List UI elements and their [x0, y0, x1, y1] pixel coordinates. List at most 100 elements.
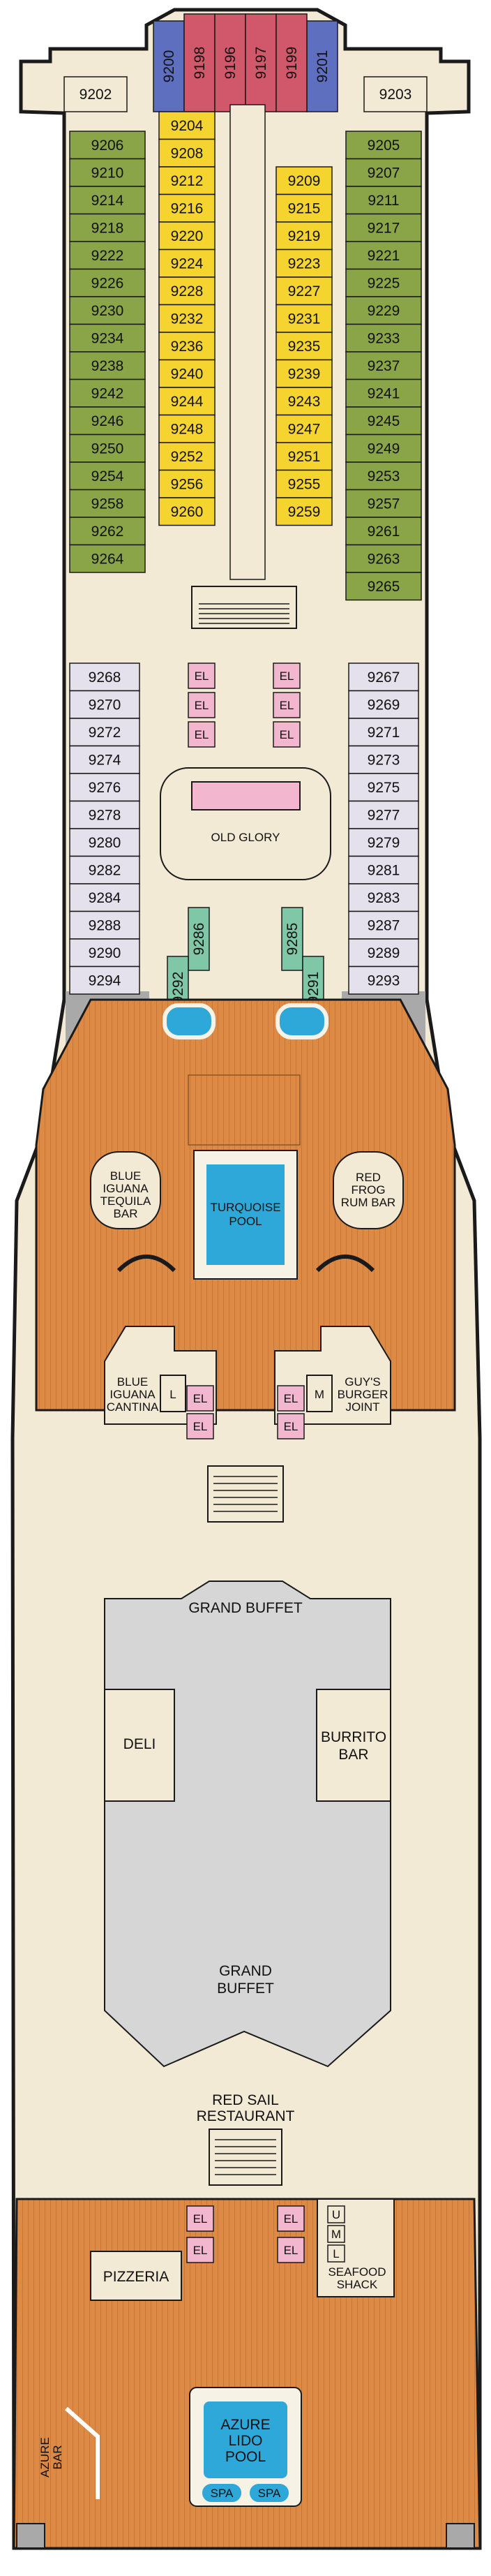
spa-tub-stbd[interactable]: SPA	[247, 2481, 292, 2505]
cabin-9261[interactable]: 9261	[345, 517, 422, 546]
cabin-9279[interactable]: 9279	[348, 828, 419, 857]
elevator[interactable]: EL	[188, 721, 216, 748]
turquoise-pool[interactable]: TURQUOISE POOL	[193, 1150, 298, 1280]
cabin-9239[interactable]: 9239	[275, 359, 333, 388]
cabin-9229[interactable]: 9229	[345, 296, 422, 325]
cabin-9236[interactable]: 9236	[158, 332, 216, 361]
cabin-9264[interactable]: 9264	[69, 544, 146, 573]
cabin-9223[interactable]: 9223	[275, 249, 333, 278]
cabin-9277[interactable]: 9277	[348, 800, 419, 829]
cabin-9228[interactable]: 9228	[158, 276, 216, 306]
spa-tub-port[interactable]: SPA	[199, 2481, 244, 2505]
elevator[interactable]: EL	[186, 2237, 214, 2263]
elevator[interactable]: EL	[186, 1385, 214, 1412]
cabin-9218[interactable]: 9218	[69, 213, 146, 242]
cabin-9284[interactable]: 9284	[69, 883, 140, 912]
cabin-9268[interactable]: 9268	[69, 662, 140, 692]
cabin-9280[interactable]: 9280	[69, 828, 140, 857]
cabin-9208[interactable]: 9208	[158, 138, 216, 168]
cabin-9270[interactable]: 9270	[69, 690, 140, 719]
cabin-9273[interactable]: 9273	[348, 745, 419, 774]
cabin-9286[interactable]: 9286	[188, 907, 210, 971]
cabin-9242[interactable]: 9242	[69, 378, 146, 408]
cabin-9250[interactable]: 9250	[69, 434, 146, 463]
cabin-9285[interactable]: 9285	[281, 907, 303, 971]
cabin-9290[interactable]: 9290	[69, 938, 140, 968]
cabin-9260[interactable]: 9260	[158, 497, 216, 526]
cabin-9206[interactable]: 9206	[69, 131, 146, 160]
cabin-9259[interactable]: 9259	[275, 497, 333, 526]
cabin-9209[interactable]: 9209	[275, 166, 333, 195]
cabin-9205[interactable]: 9205	[345, 131, 422, 160]
cabin-9288[interactable]: 9288	[69, 910, 140, 940]
cabin-9244[interactable]: 9244	[158, 387, 216, 416]
elevator[interactable]: EL	[186, 1413, 214, 1439]
cabin-9282[interactable]: 9282	[69, 855, 140, 884]
cabin-9199[interactable]: 9199	[275, 13, 308, 112]
cabin-9224[interactable]: 9224	[158, 249, 216, 278]
cabin-9211[interactable]: 9211	[345, 186, 422, 215]
cabin-9241[interactable]: 9241	[345, 378, 422, 408]
elevator[interactable]: EL	[188, 662, 216, 689]
cabin-9283[interactable]: 9283	[348, 883, 419, 912]
cabin-9281[interactable]: 9281	[348, 855, 419, 884]
elevator[interactable]: EL	[186, 2205, 214, 2232]
cabin-9249[interactable]: 9249	[345, 434, 422, 463]
cabin-9254[interactable]: 9254	[69, 461, 146, 491]
cabin-9232[interactable]: 9232	[158, 304, 216, 333]
cabin-9287[interactable]: 9287	[348, 910, 419, 940]
cabin-9214[interactable]: 9214	[69, 186, 146, 215]
cabin-9293[interactable]: 9293	[348, 965, 419, 995]
red-sail-restaurant[interactable]: RED SAIL RESTAURANT	[197, 2092, 295, 2124]
cabin-9238[interactable]: 9238	[69, 351, 146, 380]
cabin-9196[interactable]: 9196	[214, 13, 246, 112]
cabin-9201[interactable]: 9201	[306, 20, 338, 112]
pizzeria[interactable]: PIZZERIA	[90, 2251, 182, 2301]
cabin-9240[interactable]: 9240	[158, 359, 216, 388]
cabin-9230[interactable]: 9230	[69, 296, 146, 325]
cabin-9247[interactable]: 9247	[275, 414, 333, 443]
elevator[interactable]: EL	[277, 2205, 305, 2232]
cabin-9233[interactable]: 9233	[345, 323, 422, 353]
cabin-9225[interactable]: 9225	[345, 268, 422, 297]
elevator[interactable]: EL	[277, 1413, 305, 1439]
cabin-9248[interactable]: 9248	[158, 414, 216, 443]
cabin-9216[interactable]: 9216	[158, 193, 216, 223]
whirlpool-stbd[interactable]	[275, 1003, 328, 1039]
cabin-9202[interactable]: 9202	[63, 76, 128, 112]
cabin-9274[interactable]: 9274	[69, 745, 140, 774]
cabin-9221[interactable]: 9221	[345, 241, 422, 270]
elevator[interactable]: EL	[277, 2237, 305, 2263]
cabin-9212[interactable]: 9212	[158, 166, 216, 195]
whirlpool-port[interactable]	[163, 1003, 216, 1039]
cabin-9204[interactable]: 9204	[158, 111, 216, 140]
cabin-9217[interactable]: 9217	[345, 213, 422, 242]
cabin-9198[interactable]: 9198	[183, 13, 216, 112]
red-frog-rum-bar[interactable]: RED FROG RUM BAR	[333, 1151, 404, 1229]
cabin-9257[interactable]: 9257	[345, 489, 422, 518]
cabin-9271[interactable]: 9271	[348, 718, 419, 747]
elevator[interactable]: EL	[188, 692, 216, 718]
cabin-9265[interactable]: 9265	[345, 572, 422, 601]
cabin-9222[interactable]: 9222	[69, 241, 146, 270]
cabin-9272[interactable]: 9272	[69, 718, 140, 747]
cabin-9262[interactable]: 9262	[69, 517, 146, 546]
cabin-9234[interactable]: 9234	[69, 323, 146, 353]
azure-bar[interactable]: AZURE BAR	[38, 2437, 64, 2478]
cabin-9246[interactable]: 9246	[69, 406, 146, 436]
cabin-9210[interactable]: 9210	[69, 158, 146, 187]
cabin-9219[interactable]: 9219	[275, 221, 333, 251]
cabin-9243[interactable]: 9243	[275, 387, 333, 416]
cabin-9200[interactable]: 9200	[153, 20, 185, 112]
cabin-9227[interactable]: 9227	[275, 276, 333, 306]
cabin-9235[interactable]: 9235	[275, 332, 333, 361]
cabin-9215[interactable]: 9215	[275, 193, 333, 223]
cabin-9220[interactable]: 9220	[158, 221, 216, 251]
cabin-9276[interactable]: 9276	[69, 773, 140, 802]
cabin-9255[interactable]: 9255	[275, 469, 333, 498]
elevator[interactable]: EL	[273, 692, 301, 718]
cabin-9203[interactable]: 9203	[363, 76, 428, 112]
cabin-9245[interactable]: 9245	[345, 406, 422, 436]
cabin-9207[interactable]: 9207	[345, 158, 422, 187]
cabin-9278[interactable]: 9278	[69, 800, 140, 829]
